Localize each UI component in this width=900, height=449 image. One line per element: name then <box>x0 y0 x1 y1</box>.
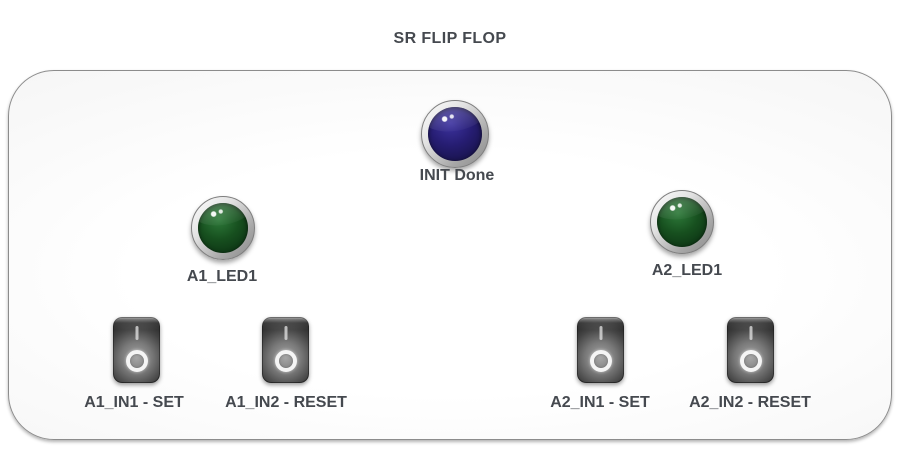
init-done-led <box>421 100 489 168</box>
page-title: SR FLIP FLOP <box>393 30 507 47</box>
a1-led1-lens <box>197 202 249 254</box>
switch-on-marker <box>599 326 602 340</box>
switch-off-marker <box>589 350 612 372</box>
switch-off-marker <box>739 350 762 372</box>
a2-in1-set-switch[interactable] <box>577 317 624 383</box>
a1-in2-reset-switch[interactable] <box>262 317 309 383</box>
switch-off-marker <box>125 350 148 372</box>
a1-in1-set-switch-label: A1_IN1 - SET <box>84 394 184 411</box>
switch-on-marker <box>284 326 287 340</box>
switch-on-marker <box>135 326 138 340</box>
a2-in1-set-switch-label: A2_IN1 - SET <box>550 394 650 411</box>
a1-in1-set-switch[interactable] <box>113 317 160 383</box>
switch-on-marker <box>749 326 752 340</box>
a2-led1-label: A2_LED1 <box>651 262 723 279</box>
a2-in2-reset-switch-label: A2_IN2 - RESET <box>689 394 811 411</box>
a1-led1-label: A1_LED1 <box>186 268 258 285</box>
a2-led1 <box>650 190 714 254</box>
a1-in2-reset-switch-label: A1_IN2 - RESET <box>225 394 347 411</box>
init-done-led-label: INIT Done <box>419 167 495 184</box>
a2-led1-lens <box>656 196 708 248</box>
switch-off-marker <box>274 350 297 372</box>
init-done-led-lens <box>427 106 483 162</box>
a1-led1 <box>191 196 255 260</box>
a2-in2-reset-switch[interactable] <box>727 317 774 383</box>
